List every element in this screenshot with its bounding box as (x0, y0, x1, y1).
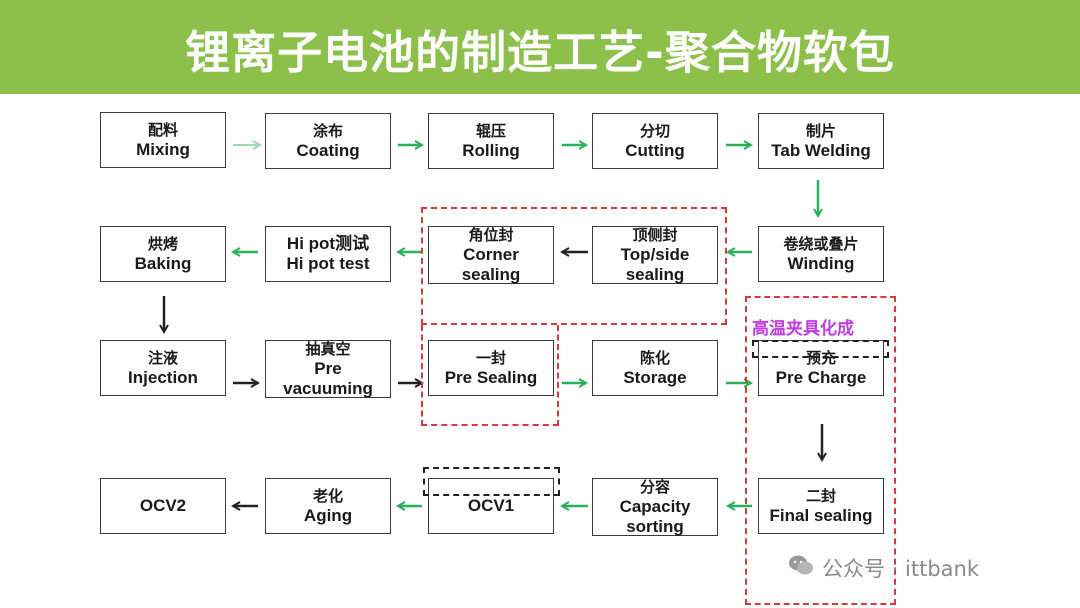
step-label-en: Winding (787, 254, 855, 273)
step-hipot-test: Hi pot测试 Hi pot test (265, 226, 391, 282)
step-label-zh: 老化 (312, 487, 343, 505)
step-ocv2: OCV2 (100, 478, 226, 534)
step-label-zh: 抽真空 (305, 340, 351, 358)
step-aging: 老化 Aging (265, 478, 391, 534)
step-label-en: Storage (623, 368, 687, 387)
step-label-zh: 涂布 (312, 122, 343, 140)
step-label-zh: 二封 (805, 487, 836, 505)
title-banner (0, 0, 1080, 94)
step-label-zh: 辊压 (475, 122, 506, 140)
step-label-en: Coating (296, 141, 360, 160)
step-label-en: Top/side (620, 245, 690, 264)
hot-clamp-formation-label: 高温夹具化成 (752, 319, 854, 339)
step-label-zh: 分切 (639, 122, 670, 140)
step-label-zh: Hi pot测试 (286, 234, 370, 253)
step-label-en: Cutting (625, 141, 685, 160)
step-label-zh: 陈化 (639, 349, 670, 367)
step-label-zh: 卷绕或叠片 (783, 235, 859, 253)
step-mixing: 配料 Mixing (100, 112, 226, 168)
step-winding: 卷绕或叠片 Winding (758, 226, 884, 282)
step-label-en: Injection (128, 368, 198, 387)
step-label-en: OCV1 (467, 496, 515, 515)
step-cutting: 分切 Cutting (592, 113, 718, 169)
step-pre-charge: 预充 Pre Charge (758, 340, 884, 396)
step-tab-welding: 制片 Tab Welding (758, 113, 884, 169)
hot-clamp-frame (752, 340, 889, 358)
step-storage: 陈化 Storage (592, 340, 718, 396)
step-label-zh: 顶侧封 (632, 226, 678, 244)
step-label-en: Tab Welding (771, 141, 871, 160)
step-ocv1: OCV1 (428, 478, 554, 534)
step-label-zh: 一封 (475, 349, 506, 367)
step-label-en: Pre Sealing (444, 368, 538, 387)
watermark: 公众号 · ittbank (822, 557, 979, 581)
step-label-en: Final sealing (769, 506, 873, 525)
step-label-en: Mixing (136, 140, 190, 159)
step-label-en: Rolling (462, 141, 520, 160)
step-label-en: Baking (134, 254, 192, 273)
step-label-zh: 制片 (805, 122, 836, 140)
step-label-en-2: vacuuming (283, 379, 373, 398)
step-injection: 注液 Injection (100, 340, 226, 396)
step-label-en-2: sealing (625, 265, 685, 284)
sealing-group-frame (421, 207, 727, 325)
step-label-en: Pre Charge (775, 368, 867, 387)
step-label-en: Capacity (619, 497, 691, 516)
step-capacity-sorting: 分容 Capacity sorting (592, 478, 718, 536)
step-label-en-2: sealing (461, 265, 521, 284)
step-baking: 烘烤 Baking (100, 226, 226, 282)
step-pre-sealing: 一封 Pre Sealing (428, 340, 554, 396)
step-label-en: Hi pot test (286, 254, 370, 273)
step-label-en: OCV2 (139, 496, 187, 515)
step-label-zh: 角位封 (468, 226, 514, 244)
step-label-en: Aging (303, 506, 353, 525)
ocv1-frame (423, 467, 560, 496)
step-label-zh: 烘烤 (147, 235, 178, 253)
step-top-side-sealing: 顶侧封 Top/side sealing (592, 226, 718, 284)
step-label-zh: 注液 (147, 349, 178, 367)
step-label-en: Corner (463, 245, 519, 264)
step-label-en: Pre (314, 359, 342, 378)
pre-sealing-frame (421, 325, 559, 426)
step-final-sealing: 二封 Final sealing (758, 478, 884, 534)
chat-icon (789, 555, 813, 575)
page-title: 锂离子电池的制造工艺-聚合物软包 (185, 26, 895, 79)
step-coating: 涂布 Coating (265, 113, 391, 169)
step-label-zh: 分容 (639, 478, 670, 496)
step-pre-vacuuming: 抽真空 Pre vacuuming (265, 340, 391, 398)
step-label-zh: 预充 (805, 349, 836, 367)
step-corner-sealing: 角位封 Corner sealing (428, 226, 554, 284)
step-label-en-2: sorting (626, 517, 684, 536)
formation-group-frame (745, 296, 896, 605)
step-label-zh: 配料 (147, 121, 178, 139)
step-rolling: 辊压 Rolling (428, 113, 554, 169)
